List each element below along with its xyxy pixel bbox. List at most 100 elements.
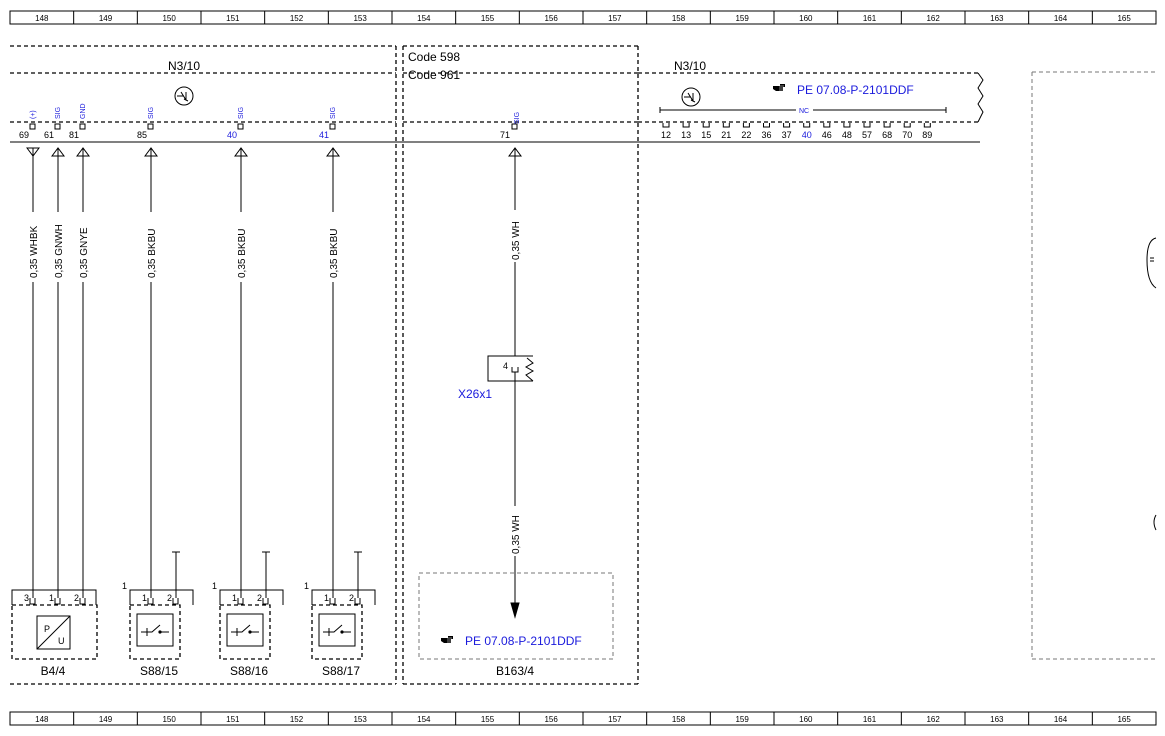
signal-label: GND [80, 103, 87, 119]
ruler-column-label: 159 [735, 715, 749, 724]
pin-number: 61 [44, 130, 54, 140]
nc-pin-number: 40 [802, 130, 812, 140]
ruler-column-label: 152 [290, 14, 304, 23]
component-pin: 2 [349, 593, 354, 603]
component-label: S88/15 [140, 664, 178, 678]
connector-pin: 4 [503, 361, 508, 371]
ruler-column-label: 160 [799, 715, 813, 724]
pin-terminal [329, 123, 336, 130]
component-pin: 1 [324, 593, 329, 603]
component-label: B4/4 [41, 664, 66, 678]
ruler-column-label: 154 [417, 715, 431, 724]
reference-hand-icon [440, 635, 454, 644]
center-wire: SIG 71 0,35 WH [500, 112, 522, 356]
module-n3-10-right-frame [638, 72, 984, 123]
ruler-column-label: 153 [353, 14, 367, 23]
nc-label: NC [799, 108, 809, 115]
ruler-column-label: 155 [481, 14, 495, 23]
pin-terminal [147, 123, 154, 130]
component-pin: 2 [167, 593, 172, 603]
ruler-column-label: 151 [226, 715, 240, 724]
nc-pin-number: 22 [741, 130, 751, 140]
pin-number: 41 [319, 130, 329, 140]
component-pin: 3 [24, 593, 29, 603]
nc-pin-number: 37 [782, 130, 792, 140]
reference-top[interactable]: PE 07.08-P-2101DDF [797, 83, 914, 97]
code-frame [402, 45, 639, 685]
component-label: S88/17 [322, 664, 360, 678]
nc-pin-terminal [783, 123, 791, 128]
pin-terminal [54, 123, 61, 130]
nc-pin-number: 12 [661, 130, 671, 140]
ruler-column-label: 158 [672, 715, 686, 724]
nc-pin-terminal [742, 123, 750, 128]
signal-label: SIG [148, 107, 155, 119]
module-title-right: N3/10 [674, 59, 706, 73]
nc-pin-terminal [843, 123, 851, 128]
nc-pin-terminal [682, 123, 690, 128]
nc-pin-terminal [883, 123, 891, 128]
signal-label: SIG [330, 107, 337, 119]
component-frame [311, 604, 363, 660]
switch-icon [318, 613, 356, 647]
pin-number: 81 [69, 130, 79, 140]
component-pin: 1 [232, 593, 237, 603]
nc-pin-number: 89 [922, 130, 932, 140]
pin-number: 40 [227, 130, 237, 140]
ruler-column-label: 148 [35, 14, 49, 23]
nc-pin-number: 15 [701, 130, 711, 140]
ruler-column-label: 162 [926, 14, 940, 23]
signal-label: SIG [238, 107, 245, 119]
component-pin: 2 [74, 593, 79, 603]
sensor-symbol: U [58, 636, 65, 646]
nc-pin-number: 48 [842, 130, 852, 140]
ruler-column-label: 148 [35, 715, 49, 724]
reference-bottom[interactable]: PE 07.08-P-2101DDF [465, 634, 582, 648]
component-label-b163-4: B163/4 [496, 664, 534, 678]
pin-terminal [79, 123, 86, 130]
signal-label: (+) [30, 110, 37, 119]
module-n3-10-left-frame [10, 45, 397, 685]
ruler-column-label: 165 [1117, 715, 1131, 724]
ruler-column-label: 160 [799, 14, 813, 23]
wire-label: 0,35 WH [511, 221, 522, 260]
pin-number: 71 [500, 130, 510, 140]
nc-pin-terminal [763, 123, 770, 128]
ruler-column-label: 151 [226, 14, 240, 23]
pin-terminal [237, 123, 244, 130]
wire-label: 0,35 GNWH [54, 224, 65, 278]
module-title-left: N3/10 [168, 59, 200, 73]
nc-pin-number: 57 [862, 130, 872, 140]
reference-hand-icon [772, 83, 786, 92]
ruler-column-label: 150 [162, 14, 176, 23]
nc-pin-number: 36 [761, 130, 771, 140]
nc-bracket [659, 107, 947, 113]
ruler-column-label: 153 [353, 715, 367, 724]
sensor-symbol: P [44, 624, 50, 634]
ruler-column-label: 157 [608, 14, 622, 23]
connector-label[interactable]: X26x1 [458, 387, 492, 401]
component-frame [129, 604, 181, 660]
pin-number: 85 [137, 130, 147, 140]
ruler-column-label: 163 [990, 715, 1004, 724]
nc-pin-terminal [702, 123, 710, 128]
ruler-column-label: 164 [1054, 14, 1068, 23]
nc-pin-number: 70 [902, 130, 912, 140]
ruler-column-label: 156 [544, 715, 558, 724]
nc-pin-number: 46 [822, 130, 832, 140]
connector-x26x1: 4 0,35 WH [487, 355, 535, 619]
control-unit-icon [681, 87, 701, 107]
component-pin: 2 [257, 593, 262, 603]
nc-pin-terminal [923, 123, 931, 128]
nc-pin-terminal [722, 123, 730, 128]
